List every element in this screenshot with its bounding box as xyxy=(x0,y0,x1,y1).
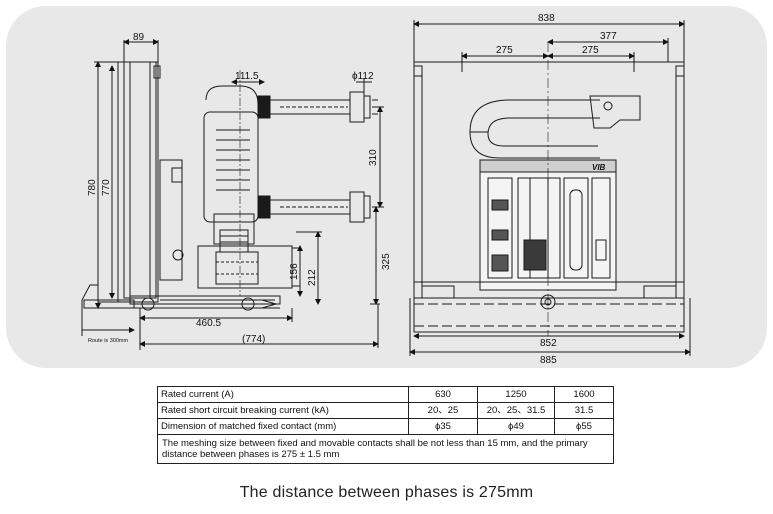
table-row: Rated short circuit breaking current (kA… xyxy=(157,402,614,419)
dim-contact-height: 325 xyxy=(381,253,392,270)
side-view-dimensions: 89 111.5 ϕ112 310 780 770 325 156 212 46… xyxy=(87,32,392,345)
dim-arm-width: 111.5 xyxy=(235,71,259,82)
dim-top-width: 89 xyxy=(133,32,145,43)
dim-overall: (774) xyxy=(242,334,265,345)
dim-phase-right: 275 xyxy=(582,45,599,56)
dim-depth: 460.5 xyxy=(196,318,221,329)
dim-pole-spacing: 310 xyxy=(368,149,379,166)
caption: The distance between phases is 275mm xyxy=(239,484,534,501)
table-note-row: The meshing size between fixed and movab… xyxy=(157,434,614,464)
dim-base-156: 156 xyxy=(289,263,300,280)
dim-offset: 377 xyxy=(600,31,617,42)
cell: 1250 xyxy=(477,386,555,403)
dim-height-inner: 770 xyxy=(101,179,112,196)
cell: ϕ49 xyxy=(477,418,555,435)
route-note: Route is 300mm xyxy=(88,338,128,344)
drawing-panel xyxy=(6,6,767,368)
dim-overall-top: 838 xyxy=(538,13,555,24)
row-label: Rated current (A) xyxy=(157,386,409,403)
side-view xyxy=(81,39,384,350)
table-note: The meshing size between fixed and movab… xyxy=(157,434,614,464)
cell: ϕ35 xyxy=(408,418,478,435)
brand-label: VIB xyxy=(592,163,606,172)
cell: 630 xyxy=(408,386,478,403)
technical-drawing: 89 111.5 ϕ112 310 780 770 325 156 212 46… xyxy=(6,6,767,368)
front-view-dimensions: 838 377 275 275 852 885 VIB xyxy=(496,13,617,366)
cell: ϕ55 xyxy=(554,418,614,435)
cell: 31.5 xyxy=(554,402,614,419)
dim-base-212: 212 xyxy=(307,269,318,286)
cell: 1600 xyxy=(554,386,614,403)
table-row: Dimension of matched fixed contact (mm) … xyxy=(157,418,614,435)
dim-phase-left: 275 xyxy=(496,45,513,56)
dim-height-outer: 780 xyxy=(87,179,98,196)
dim-base-inner: 852 xyxy=(540,338,557,349)
front-view xyxy=(409,20,691,356)
table-row: Rated current (A) 630 1250 1600 xyxy=(157,386,614,403)
cell: 20、25 xyxy=(408,402,478,419)
cell: 20、25、31.5 xyxy=(477,402,555,419)
dim-diameter: ϕ112 xyxy=(352,71,374,82)
dim-base-outer: 885 xyxy=(540,355,557,366)
row-label: Dimension of matched fixed contact (mm) xyxy=(157,418,409,435)
spec-table: Rated current (A) 630 1250 1600 Rated sh… xyxy=(157,386,614,464)
row-label: Rated short circuit breaking current (kA… xyxy=(157,402,409,419)
